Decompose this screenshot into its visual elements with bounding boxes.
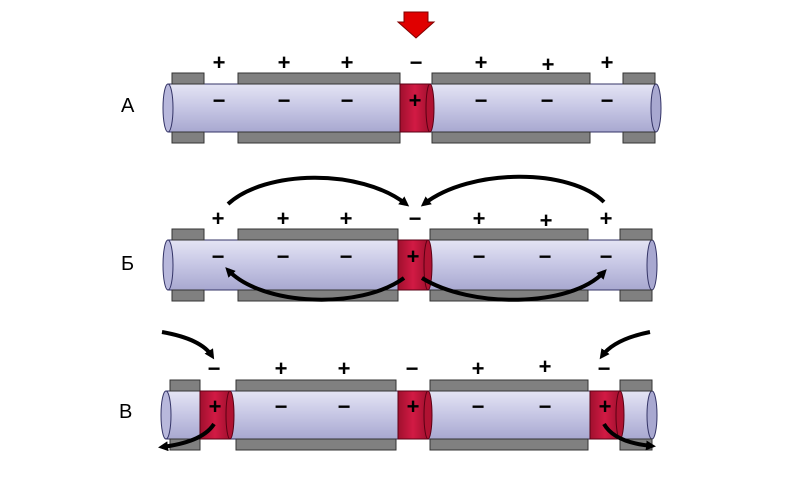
myelin-segment [619,289,653,302]
inside-sign: − [212,244,225,269]
myelin-sheaths [171,72,656,144]
myelin-segment [171,72,205,85]
inside-signs: − − − + − − − [213,88,614,113]
entry-current-arrow-left [161,330,215,360]
myelin-segment [235,379,397,392]
exit-current-arrow-right [602,422,656,451]
outside-sign: + [213,50,226,75]
myelin-segment [429,379,589,392]
myelin-segment [619,228,653,241]
inside-sign: − [472,394,485,419]
inside-current-arrow-left [225,267,406,302]
outside-sign: + [539,354,552,379]
myelin-segment [622,72,656,85]
active-node [399,83,435,133]
myelin-segment [431,131,591,144]
myelin-segment [237,72,401,85]
current-arrows [158,330,656,452]
outside-sign: + [277,206,290,231]
myelin-segment [622,131,656,144]
outside-sign: + [338,356,351,381]
myelin-segment [429,228,589,241]
myelin-segment [235,438,397,451]
exit-current-arrow-left [158,422,216,452]
axon-left-end [160,390,172,440]
row-label-b: Б [121,253,134,275]
axon-right-end [646,390,658,440]
myelin-sheaths [171,228,653,302]
row-v: В [119,330,658,452]
inside-sign: − [539,394,552,419]
inside-sign: − [213,88,226,113]
outside-sign: + [601,50,614,75]
outside-signs: + + + − + + + [213,50,614,77]
inside-sign: − [338,394,351,419]
inside-sign: − [601,88,614,113]
axon-right-end [646,239,658,291]
inside-sign: + [409,88,422,113]
outside-sign: + [540,208,553,233]
outside-sign: − [208,356,221,381]
outside-sign: − [598,356,611,381]
outside-sign: + [600,206,613,231]
inside-signs: + − − + − − + [209,394,612,419]
myelin-segment [171,131,205,144]
outside-sign: + [542,52,555,77]
myelin-segment [619,379,653,392]
outside-current-arrow-right [420,174,606,207]
current-arrows [225,174,607,302]
outside-sign: − [410,50,423,75]
myelin-segment [431,72,591,85]
entry-current-arrow-right [599,330,651,360]
outside-sign: + [278,50,291,75]
inside-sign: + [209,394,222,419]
active-node [589,390,625,440]
inside-sign: − [473,244,486,269]
inside-sign: − [275,394,288,419]
axon-left-end [162,83,174,133]
inside-sign: + [407,244,420,269]
outside-signs: + + + − + + + [212,206,613,233]
stimulus-arrow-icon [396,11,436,39]
outside-sign: + [341,50,354,75]
myelin-segment [237,228,399,241]
outside-sign: + [275,356,288,381]
outside-sign: + [473,206,486,231]
active-node [397,390,433,440]
myelin-segment [171,228,205,241]
outside-sign: + [340,206,353,231]
inside-sign: − [341,88,354,113]
outside-sign: + [475,50,488,75]
inside-signs: − − − + − − − [212,244,613,269]
row-b: Б + + + − + [121,174,658,302]
outside-sign: − [406,356,419,381]
axon-left-end [162,239,174,291]
outside-sign: + [212,206,225,231]
outside-sign: − [409,206,422,231]
inside-sign: − [600,244,613,269]
inside-sign: − [541,88,554,113]
inside-sign: − [277,244,290,269]
outside-sign: + [472,356,485,381]
active-node [397,239,433,291]
inside-sign: + [599,394,612,419]
inside-sign: − [340,244,353,269]
myelin-segment [237,131,401,144]
inside-sign: − [539,244,552,269]
axon-right-end [650,83,662,133]
myelin-segment [171,289,205,302]
outside-current-arrow-left [226,175,410,207]
inside-current-arrow-right [420,269,607,302]
myelin-segment [169,379,201,392]
row-label-a: А [121,95,135,117]
inside-sign: − [278,88,291,113]
inside-sign: + [407,394,420,419]
row-a: А + + + − + + [121,11,662,144]
myelin-segment [429,438,589,451]
inside-sign: − [475,88,488,113]
row-label-v: В [119,401,132,423]
outside-signs: − + + − + + − [208,354,611,381]
